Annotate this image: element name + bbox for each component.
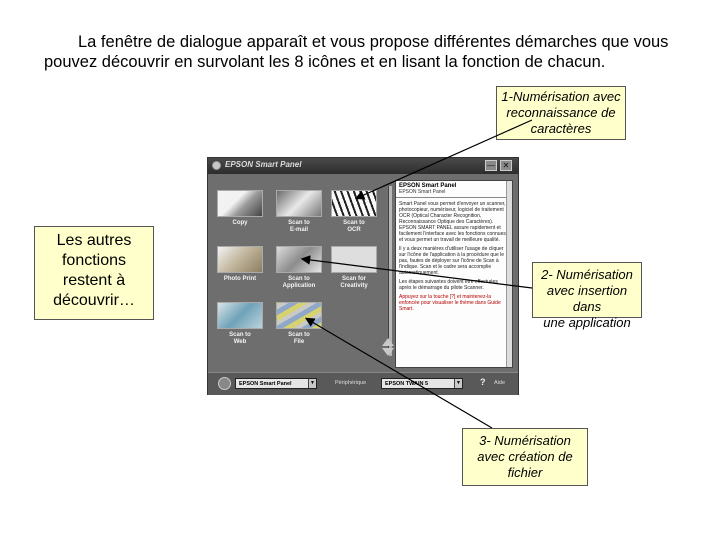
callout-other-line-3: restent à <box>62 272 126 289</box>
tile-file-label-1: Scan to <box>288 332 310 338</box>
tile-ocr-label-2: OCR <box>347 227 361 233</box>
description-panel: EPSON Smart Panel EPSON Smart Panel Smar… <box>395 180 513 368</box>
tile-app-label-1: Scan to <box>288 276 310 282</box>
panel-paragraph-1: Smart Panel vous permet d'envoyer un sca… <box>399 201 506 243</box>
tile-email-label-2: E-mail <box>289 227 308 233</box>
callout-other-line-4: découvrir… <box>53 292 135 309</box>
help-icon[interactable]: ? <box>480 377 486 387</box>
panel-heading: EPSON Smart Panel <box>399 183 457 189</box>
back-arrow-icon[interactable] <box>218 377 231 390</box>
callout-file-line-3: fichier <box>507 465 543 480</box>
arrow-to-ocr-tile <box>354 119 533 200</box>
tile-copy[interactable]: Copy <box>216 190 264 227</box>
panel-paragraph-4: Appuyez sur la touche [?] et maintenez-l… <box>399 294 501 312</box>
ocr-icon <box>331 190 377 217</box>
device-select-dropdown[interactable]: EPSON TWAIN 5 ▼ <box>381 378 463 389</box>
application-icon <box>276 246 322 273</box>
web-icon <box>217 302 263 329</box>
panel-body: Smart Panel vous permet d'envoyer un sca… <box>396 198 512 318</box>
panel-paragraph-3: Les étapes suivantes doivent être effect… <box>399 279 498 291</box>
minimize-button[interactable]: — <box>485 160 497 171</box>
close-button[interactable]: ✕ <box>500 160 512 171</box>
callout-ocr: 1-Numérisation avec reconnaissance de ca… <box>496 86 626 140</box>
email-icon <box>276 190 322 217</box>
app-select-dropdown[interactable]: EPSON Smart Panel ▼ <box>235 378 317 389</box>
callout-ocr-line-1: 1-Numérisation avec <box>501 89 621 104</box>
callout-app-line-3: une application <box>543 315 631 330</box>
dropdown-arrow-icon: ▼ <box>454 379 462 388</box>
callout-ocr-line-3: caractères <box>530 121 592 136</box>
scroll-up-icon[interactable] <box>382 338 394 346</box>
device-label: Périphérique <box>335 380 367 386</box>
dropdown-arrow-icon: ▼ <box>308 379 316 388</box>
callout-other-line-2: fonctions <box>61 252 127 269</box>
callout-file-line-1: 3- Numérisation <box>479 433 571 448</box>
tile-web-label-1: Scan to <box>229 332 251 338</box>
callout-app-line-1: 2- Numérisation <box>541 267 633 282</box>
intro-text: La fenêtre de dialogue apparaît et vous … <box>44 33 669 71</box>
photo-print-icon <box>217 246 263 273</box>
tile-app-label-2: Application <box>282 283 316 289</box>
tile-file-label-2: File <box>293 339 305 345</box>
tile-creat-label-2: Creativity <box>340 283 368 289</box>
tile-photo-print[interactable]: Photo Print <box>216 246 264 283</box>
panel-paragraph-2: Il y a deux manières d'utiliser l'usage … <box>399 246 505 276</box>
callout-app-line-2: avec insertion dans <box>546 283 628 314</box>
app-logo-icon <box>212 161 221 170</box>
tile-creat-label-1: Scan for <box>341 276 366 282</box>
tile-email-label-1: Scan to <box>288 220 310 226</box>
app-select-value: EPSON Smart Panel <box>239 381 292 387</box>
callout-other-line-1: Les autres <box>56 232 132 249</box>
callout-file: 3- Numérisation avec création de fichier <box>462 428 588 486</box>
panel-subheading: EPSON Smart Panel <box>396 189 512 198</box>
callout-other-functions: Les autres fonctions restent à découvrir… <box>34 226 154 320</box>
window-title: EPSON Smart Panel <box>225 160 302 169</box>
creativity-icon <box>331 246 377 273</box>
intro-paragraph: La fenêtre de dialogue apparaît et vous … <box>44 32 694 72</box>
callout-application: 2- Numérisation avec insertion dans une … <box>532 262 642 330</box>
tile-copy-label: Copy <box>232 220 248 226</box>
scroll-down-icon[interactable] <box>382 348 394 356</box>
arrow-to-application-tile <box>300 255 533 289</box>
panel-scrollbar[interactable] <box>506 181 512 367</box>
tile-ocr-label-1: Scan to <box>343 220 365 226</box>
help-label[interactable]: Aide <box>494 380 506 386</box>
tile-web-label-2: Web <box>233 339 247 345</box>
callout-ocr-line-2: reconnaissance de <box>506 105 616 120</box>
bottom-bar: EPSON Smart Panel ▼ Périphérique EPSON T… <box>208 372 518 395</box>
tile-photo-label: Photo Print <box>223 276 257 282</box>
callout-file-line-2: avec création de <box>477 449 573 464</box>
device-select-value: EPSON TWAIN 5 <box>385 381 429 387</box>
title-bar: EPSON Smart Panel — ✕ <box>208 158 518 174</box>
arrow-to-file-tile <box>304 317 493 429</box>
copy-icon <box>217 190 263 217</box>
vertical-slider-track[interactable] <box>388 186 392 356</box>
